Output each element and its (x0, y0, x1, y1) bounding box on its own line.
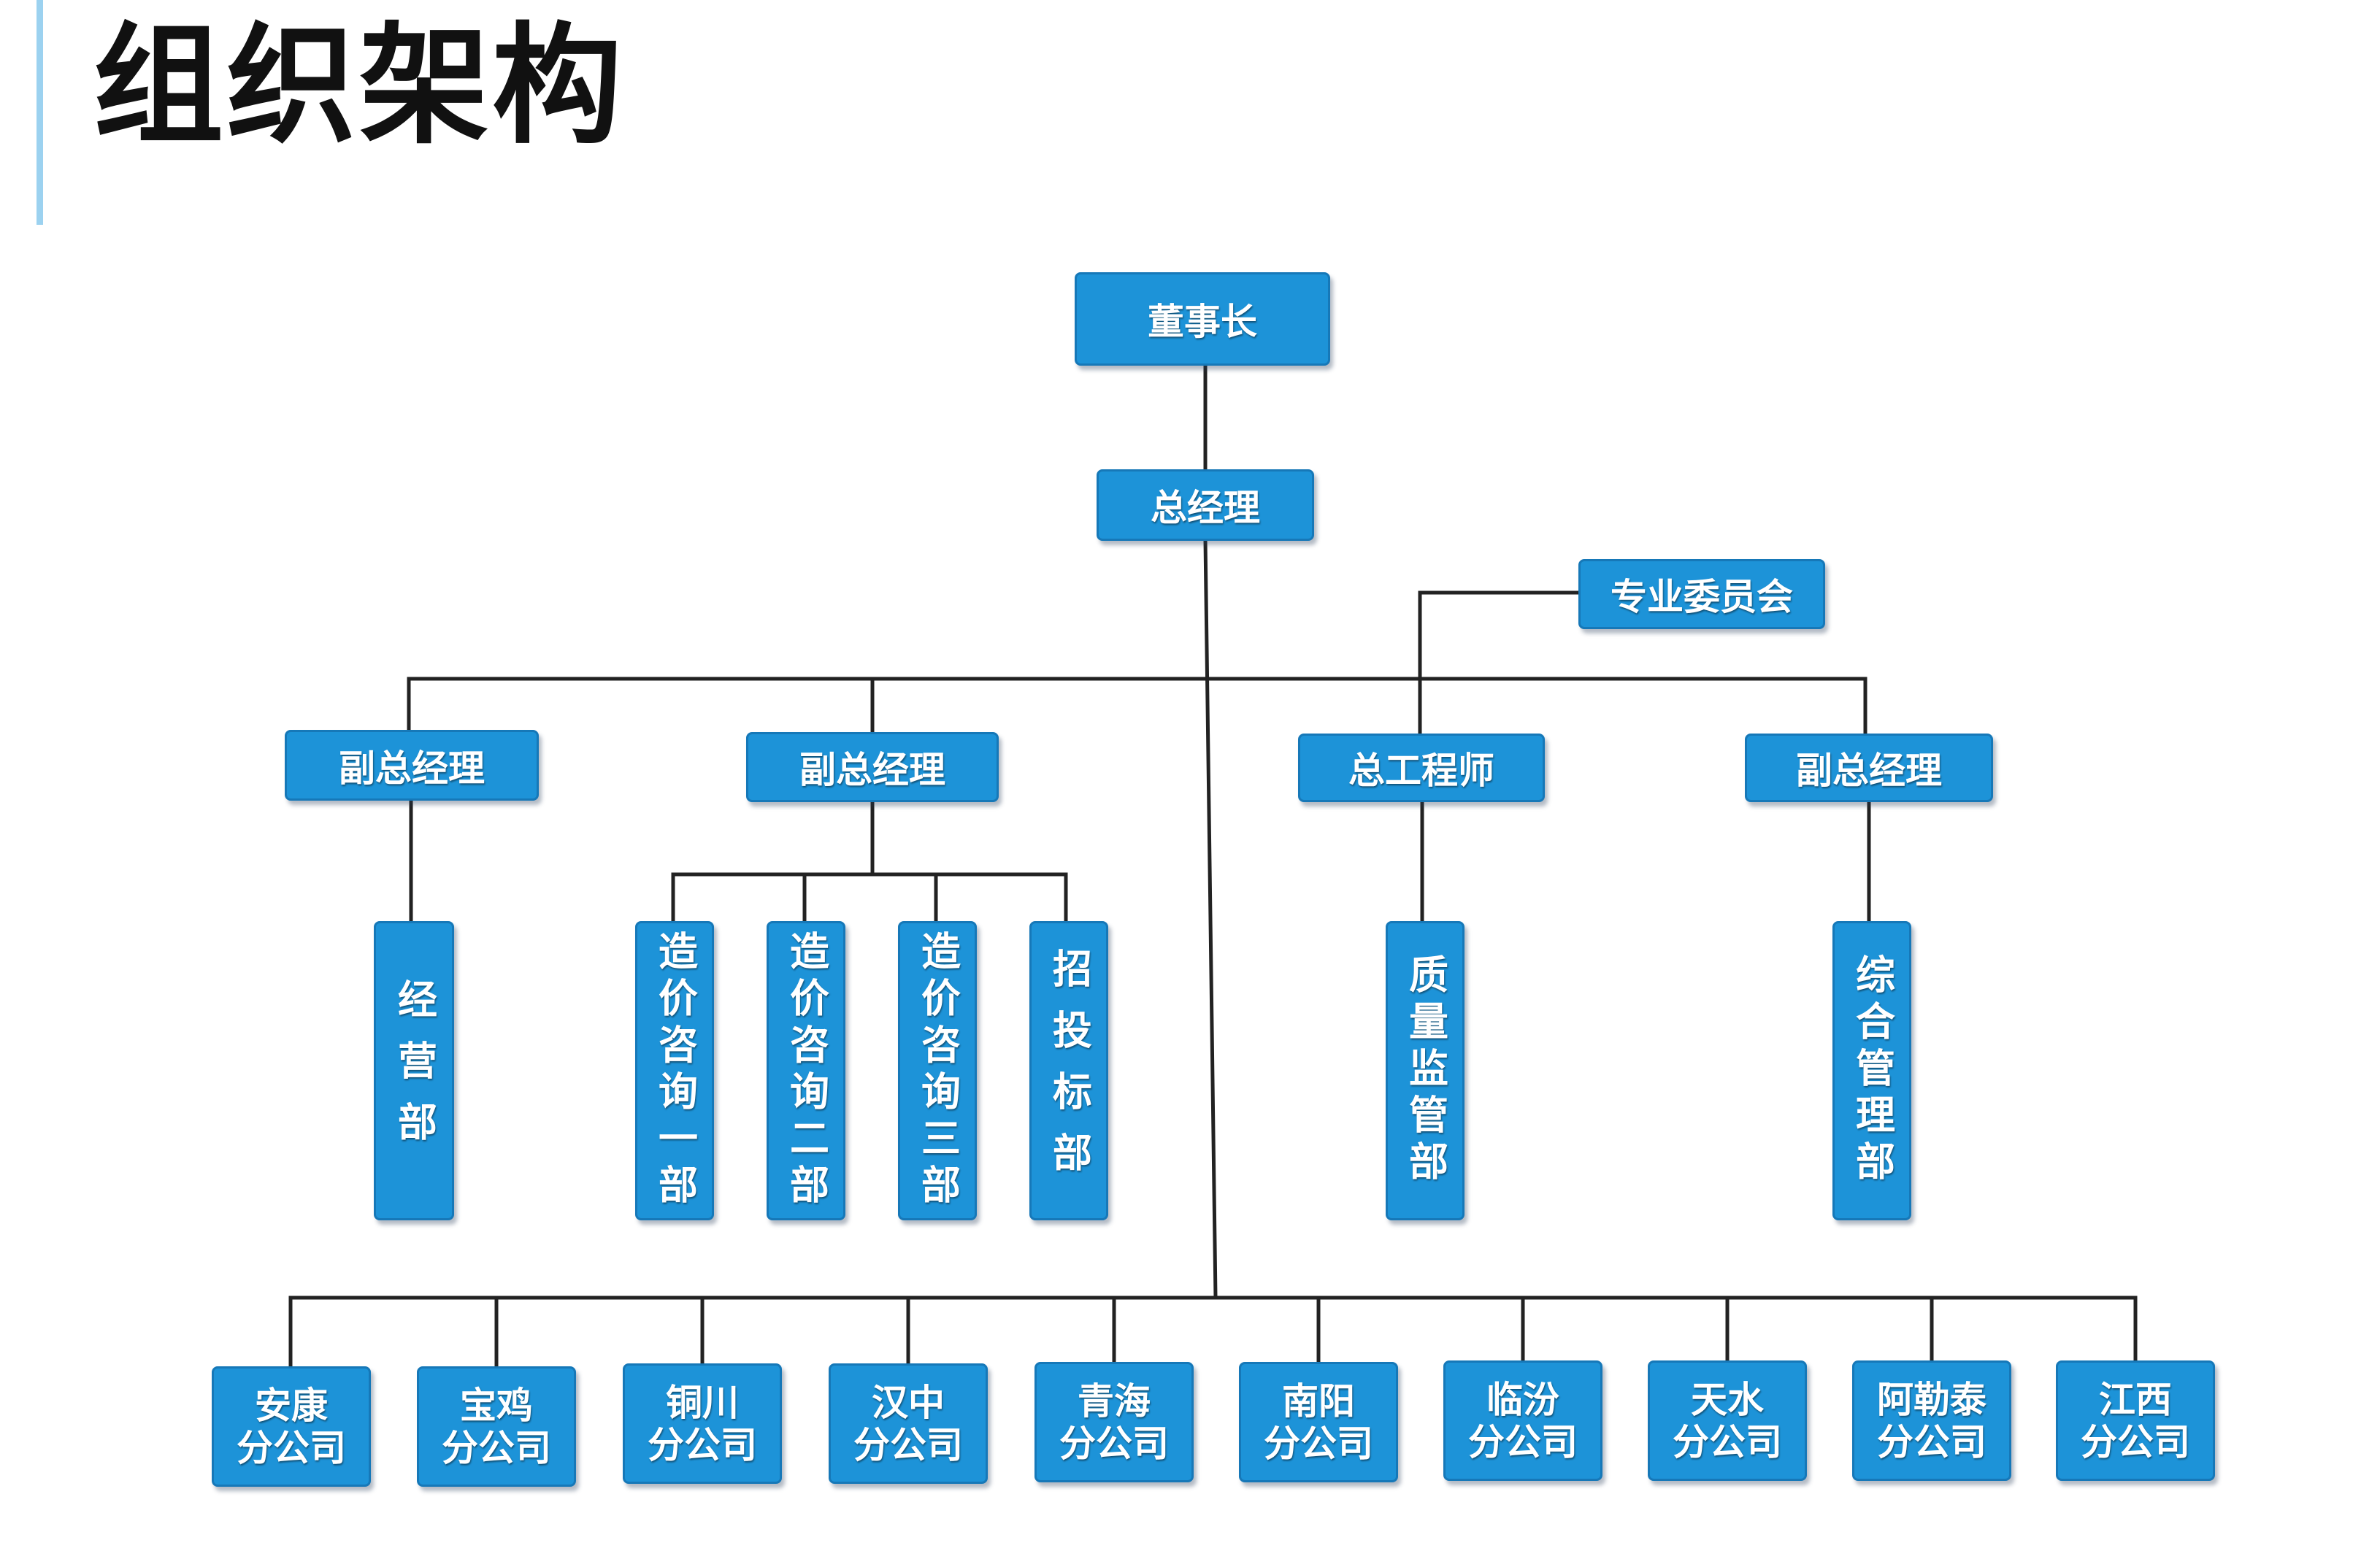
chairman-box: 董事长 (1075, 272, 1330, 366)
deputy-gm-box-3: 副总经理 (1745, 734, 1993, 802)
committee-label: 专业委员会 (1611, 576, 1793, 618)
branch-suffix-10: 分公司 (2081, 1420, 2190, 1463)
deputy-gm-label-1: 副总经理 (339, 747, 485, 790)
branch-name-10: 江西 (2099, 1378, 2172, 1421)
branch-suffix-6: 分公司 (1264, 1422, 1373, 1465)
department-quality-box: 质量监管部 (1386, 921, 1465, 1220)
title-accent-bar (37, 0, 43, 225)
branch-suffix-7: 分公司 (1468, 1420, 1578, 1463)
department-bidding-label: 招投标部 (1045, 948, 1092, 1193)
deputy-gm-label-3: 副总经理 (1796, 750, 1942, 792)
department-business-label: 经营部 (391, 979, 437, 1163)
department-consulting-1-box: 造价咨询一部 (635, 921, 714, 1220)
branch-name-7: 临汾 (1486, 1378, 1559, 1421)
branch-suffix-3: 分公司 (648, 1423, 757, 1466)
branch-suffix-8: 分公司 (1673, 1420, 1782, 1463)
department-consulting-2-label: 造价咨询二部 (783, 931, 829, 1211)
branch-suffix-9: 分公司 (1877, 1420, 1986, 1463)
branch-name-6: 南阳 (1282, 1379, 1355, 1423)
branch-name-4: 汉中 (872, 1381, 945, 1424)
chief-engineer-box: 总工程师 (1298, 734, 1545, 802)
branch-name-3: 铜川 (666, 1381, 739, 1424)
department-consulting-2-box: 造价咨询二部 (767, 921, 845, 1220)
department-quality-label: 质量监管部 (1402, 954, 1448, 1187)
chairman-label: 董事长 (1148, 301, 1257, 343)
branch-box-6: 南阳 分公司 (1239, 1362, 1398, 1482)
department-consulting-3-box: 造价咨询三部 (898, 921, 977, 1220)
department-general-admin-label: 综合管理部 (1849, 954, 1895, 1187)
branch-box-2: 宝鸡 分公司 (417, 1366, 576, 1487)
branch-name-5: 青海 (1078, 1379, 1151, 1423)
deputy-gm-box-2: 副总经理 (746, 732, 999, 802)
branch-name-1: 安康 (255, 1384, 328, 1427)
branch-box-1: 安康 分公司 (212, 1366, 371, 1487)
general-manager-label: 总经理 (1151, 487, 1260, 529)
branch-box-4: 汉中 分公司 (829, 1363, 988, 1484)
committee-box: 专业委员会 (1578, 559, 1825, 629)
branch-suffix-4: 分公司 (853, 1423, 963, 1466)
branch-name-2: 宝鸡 (460, 1384, 533, 1427)
connector-gm-trunk (1203, 538, 1218, 1300)
branch-box-5: 青海 分公司 (1034, 1362, 1194, 1482)
branch-box-8: 天水 分公司 (1648, 1360, 1807, 1481)
page-title: 组织架构 (93, 10, 625, 161)
general-manager-box: 总经理 (1097, 469, 1314, 541)
department-business-box: 经营部 (374, 921, 454, 1220)
department-consulting-1-label: 造价咨询一部 (651, 931, 698, 1211)
department-consulting-3-label: 造价咨询三部 (914, 931, 961, 1211)
department-bidding-box: 招投标部 (1029, 921, 1108, 1220)
branch-name-9: 阿勒泰 (1877, 1378, 1986, 1421)
branch-box-9: 阿勒泰 分公司 (1852, 1360, 2011, 1481)
branch-box-7: 临汾 分公司 (1443, 1360, 1602, 1481)
deputy-gm-box-1: 副总经理 (285, 730, 539, 801)
branch-box-10: 江西 分公司 (2056, 1360, 2215, 1481)
branch-suffix-5: 分公司 (1059, 1422, 1169, 1465)
department-general-admin-box: 综合管理部 (1832, 921, 1911, 1220)
branch-suffix-1: 分公司 (237, 1426, 346, 1469)
branch-suffix-2: 分公司 (442, 1426, 551, 1469)
branch-box-3: 铜川 分公司 (623, 1363, 782, 1484)
chief-engineer-label: 总工程师 (1348, 750, 1494, 792)
connector-committee (1418, 590, 1581, 681)
branch-name-8: 天水 (1691, 1378, 1764, 1421)
deputy-gm-label-2: 副总经理 (799, 749, 945, 791)
